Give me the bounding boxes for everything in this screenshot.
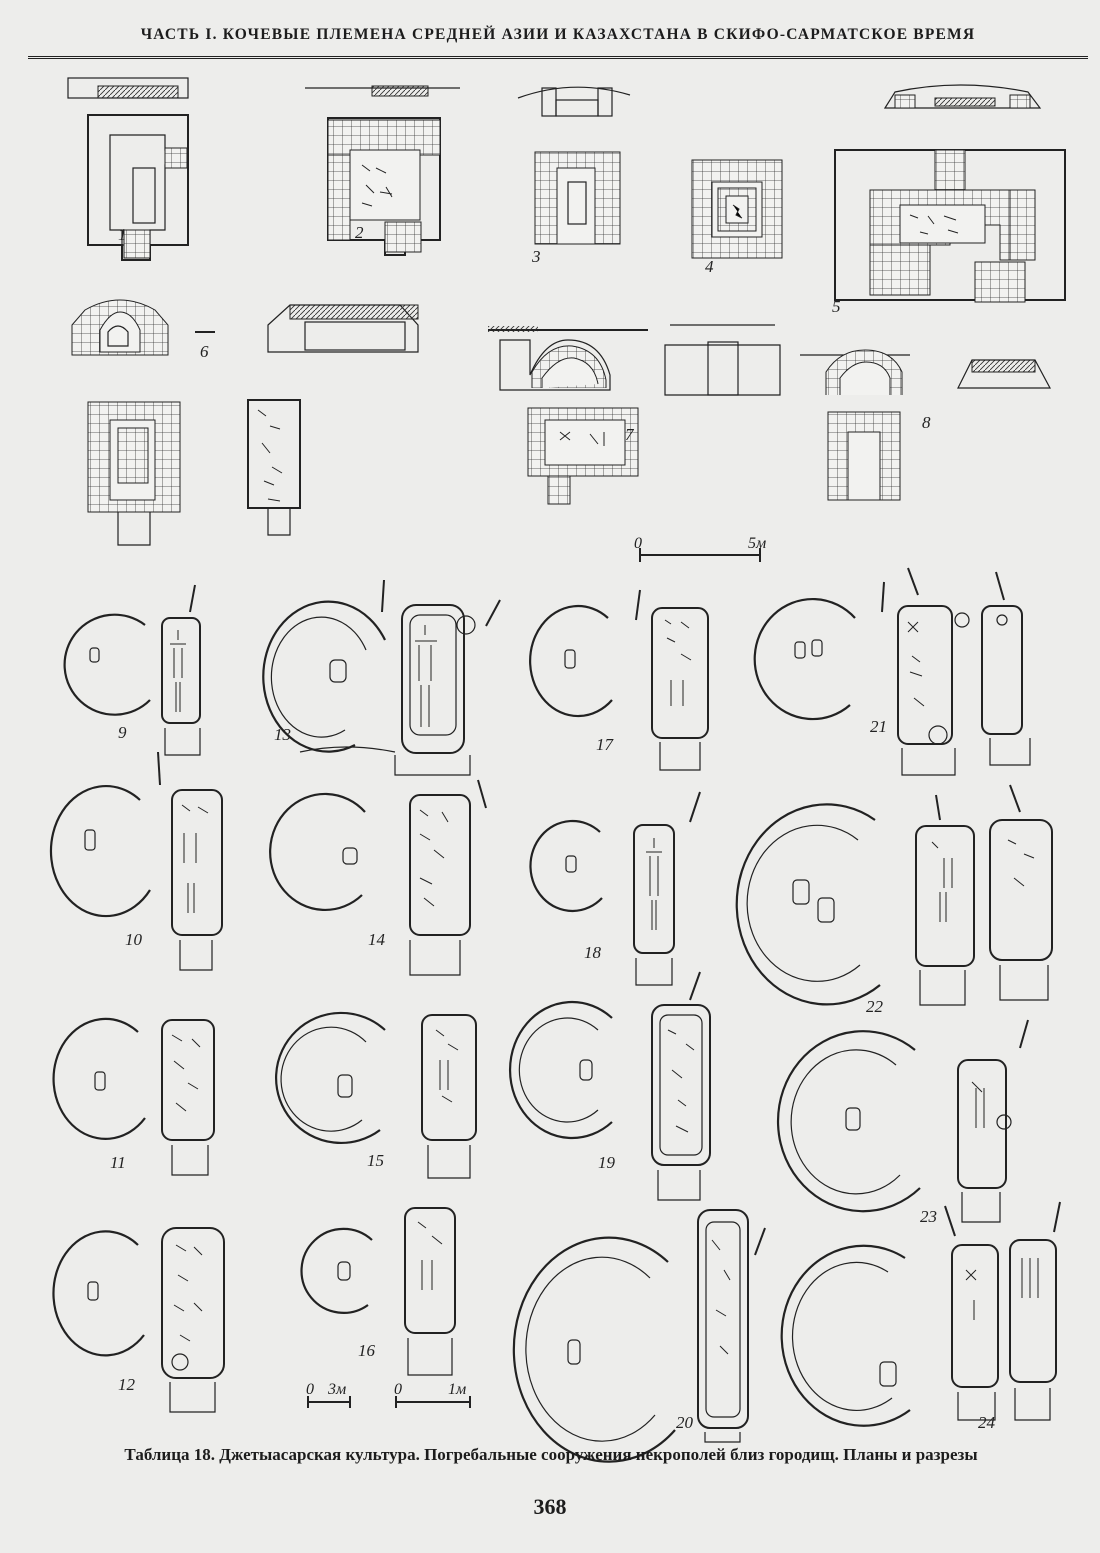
scale-bars-3m-1m — [307, 1396, 471, 1408]
figure-number-20: 20 — [676, 1413, 694, 1432]
figure-number-17: 17 — [596, 735, 615, 754]
figure-12-barrow — [52, 1227, 225, 1413]
figure-9-barrow — [63, 584, 201, 756]
figure-number-9: 9 — [118, 723, 127, 742]
figure-23-barrow — [776, 1019, 1029, 1223]
scale-5m-zero: 0 — [634, 535, 642, 552]
figure-number-16: 16 — [358, 1341, 376, 1360]
plate-caption: Таблица 18. Джетыасарская культура. Погр… — [124, 1445, 978, 1464]
figure-number-10: 10 — [125, 930, 143, 949]
scale-1m-end: 1м — [448, 1381, 466, 1398]
figure-3-plan — [517, 86, 631, 245]
running-title: ЧАСТЬ I. КОЧЕВЫЕ ПЛЕМЕНА СРЕДНЕЙ АЗИИ И … — [140, 26, 976, 43]
figure-6-drawings — [71, 299, 419, 546]
figure-16-barrow — [300, 1207, 456, 1376]
figure-number-13: 13 — [274, 725, 291, 744]
figure-14-barrow — [269, 779, 487, 976]
figure-10-barrow — [49, 751, 223, 971]
figure-number-23: 23 — [920, 1207, 937, 1226]
figure-number-11: 11 — [110, 1153, 126, 1172]
figure-13-barrow — [262, 579, 501, 776]
figure-18-barrow — [529, 791, 701, 986]
figure-number-4: 4 — [705, 257, 714, 276]
figure-number-5: 5 — [832, 297, 841, 316]
figure-20-barrow — [512, 1209, 749, 1463]
figure-19-barrow — [509, 971, 711, 1201]
scale-1m-zero: 0 — [394, 1381, 402, 1398]
figure-24-barrow — [754, 1201, 1061, 1427]
figure-8-drawings — [800, 349, 1052, 501]
figure-22-barrow — [735, 784, 1053, 1006]
figure-5-plan — [834, 84, 1066, 303]
figure-17-barrow — [529, 589, 709, 771]
running-head: ЧАСТЬ I. КОЧЕВЫЕ ПЛЕМЕНА СРЕДНЕЙ АЗИИ И … — [28, 12, 1088, 59]
figure-21-barrow — [753, 567, 1031, 776]
figure-number-21: 21 — [870, 717, 887, 736]
figure-15-barrow — [275, 1011, 477, 1179]
figure-number-7: 7 — [625, 425, 635, 444]
figure-number-24: 24 — [978, 1413, 996, 1432]
figure-7-drawings — [488, 324, 781, 505]
figure-number-22: 22 — [866, 997, 884, 1016]
figure-number-2: 2 — [355, 223, 364, 242]
figure-number-1: 1 — [118, 225, 127, 244]
figure-11-barrow — [52, 1017, 215, 1176]
scale-5m-end: 5м — [748, 535, 766, 552]
figure-number-19: 19 — [598, 1153, 616, 1172]
figure-number-8: 8 — [922, 413, 931, 432]
figure-2-plan — [305, 85, 460, 256]
scale-labels: 0 5м 0 3м 0 1м — [306, 535, 766, 1398]
scale-3m-end: 3м — [327, 1381, 346, 1398]
figure-number-14: 14 — [368, 930, 386, 949]
figure-number-18: 18 — [584, 943, 602, 962]
figure-number-6: 6 — [200, 342, 209, 361]
scale-3m-zero: 0 — [306, 1381, 314, 1398]
figure-number-3: 3 — [531, 247, 541, 266]
page-number: 368 — [533, 1494, 567, 1519]
figure-number-12: 12 — [118, 1375, 136, 1394]
figure-4-plan — [691, 159, 783, 259]
figure-numbers: 1 2 3 4 5 6 7 8 9 10 11 12 13 14 15 16 1… — [110, 223, 996, 1432]
figure-1-plan — [67, 77, 189, 261]
figure-number-15: 15 — [367, 1151, 384, 1170]
scale-bar-5m — [639, 548, 761, 562]
